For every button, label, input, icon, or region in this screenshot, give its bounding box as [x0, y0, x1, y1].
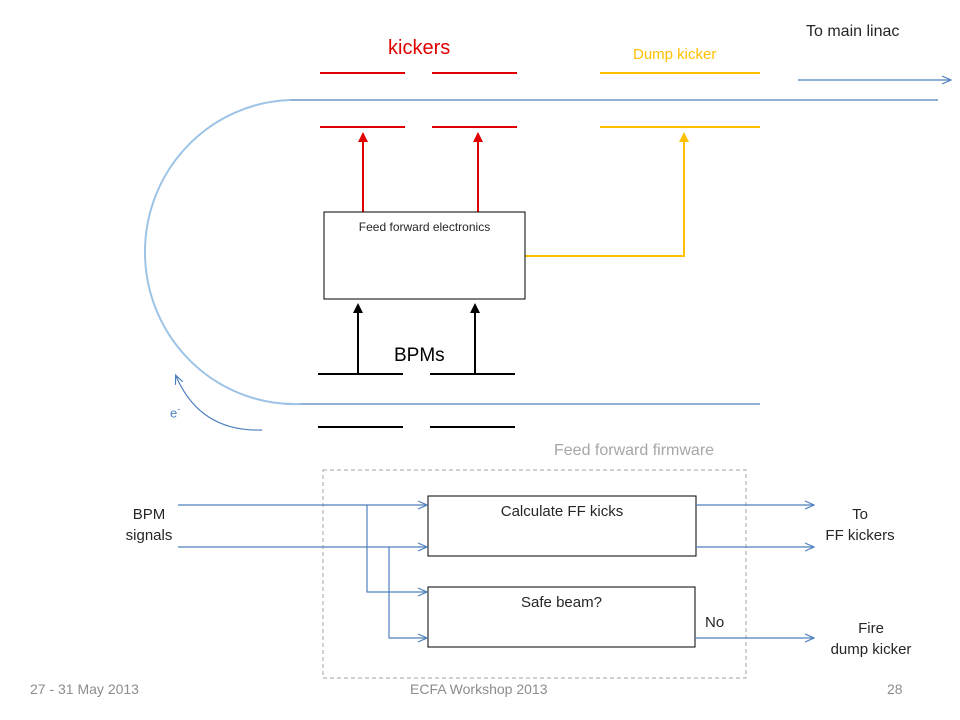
feed-forward-electronics-box	[323, 211, 526, 300]
electron-label: e-	[170, 404, 180, 421]
footer-page-number: 28	[887, 681, 903, 697]
safe-beam-box	[427, 586, 696, 648]
bpm-signals-label: BPM signals	[112, 506, 186, 545]
dump-kicker-label: Dump kicker	[633, 46, 717, 63]
beam-ring-arc	[143, 99, 301, 406]
footer-date: 27 - 31 May 2013	[30, 681, 139, 697]
feed-forward-firmware-box	[322, 469, 747, 679]
feed-forward-firmware-label: Feed forward firmware	[554, 442, 715, 459]
electron-charge: -	[177, 404, 181, 414]
bpm-signals-line-1: BPM	[132, 506, 166, 523]
dump-kicker-drive-arrow	[525, 132, 689, 257]
safe-beam-input-1	[366, 505, 426, 592]
to-main-linac-label: To main linac	[806, 23, 900, 40]
calculate-ff-kicks-label: Calculate FF kicks	[500, 503, 624, 520]
to-ff-kickers-line-2: FF kickers	[825, 527, 895, 544]
kickers-label: kickers	[388, 37, 451, 59]
bpm-signals-line-2: signals	[125, 527, 173, 544]
footer-event: ECFA Workshop 2013	[410, 681, 548, 697]
bpms-label: BPMs	[394, 345, 445, 366]
feed-forward-electronics-label: Feed forward electronics	[358, 220, 491, 234]
safe-beam-input-2	[388, 547, 426, 638]
fire-dump-kicker-label: Fire dump kicker	[816, 620, 926, 659]
fire-dump-kicker-line-2: dump kicker	[830, 641, 912, 658]
safe-beam-label: Safe beam?	[521, 594, 602, 611]
fire-dump-kicker-line-1: Fire	[858, 620, 884, 637]
to-ff-kickers-line-1: To	[852, 506, 868, 523]
electron-direction-arrow	[176, 376, 263, 431]
no-label: No	[705, 614, 725, 631]
to-ff-kickers-label: To FF kickers	[812, 506, 908, 545]
electron-symbol: e	[170, 405, 178, 421]
calculate-ff-kicks-box	[427, 495, 697, 557]
